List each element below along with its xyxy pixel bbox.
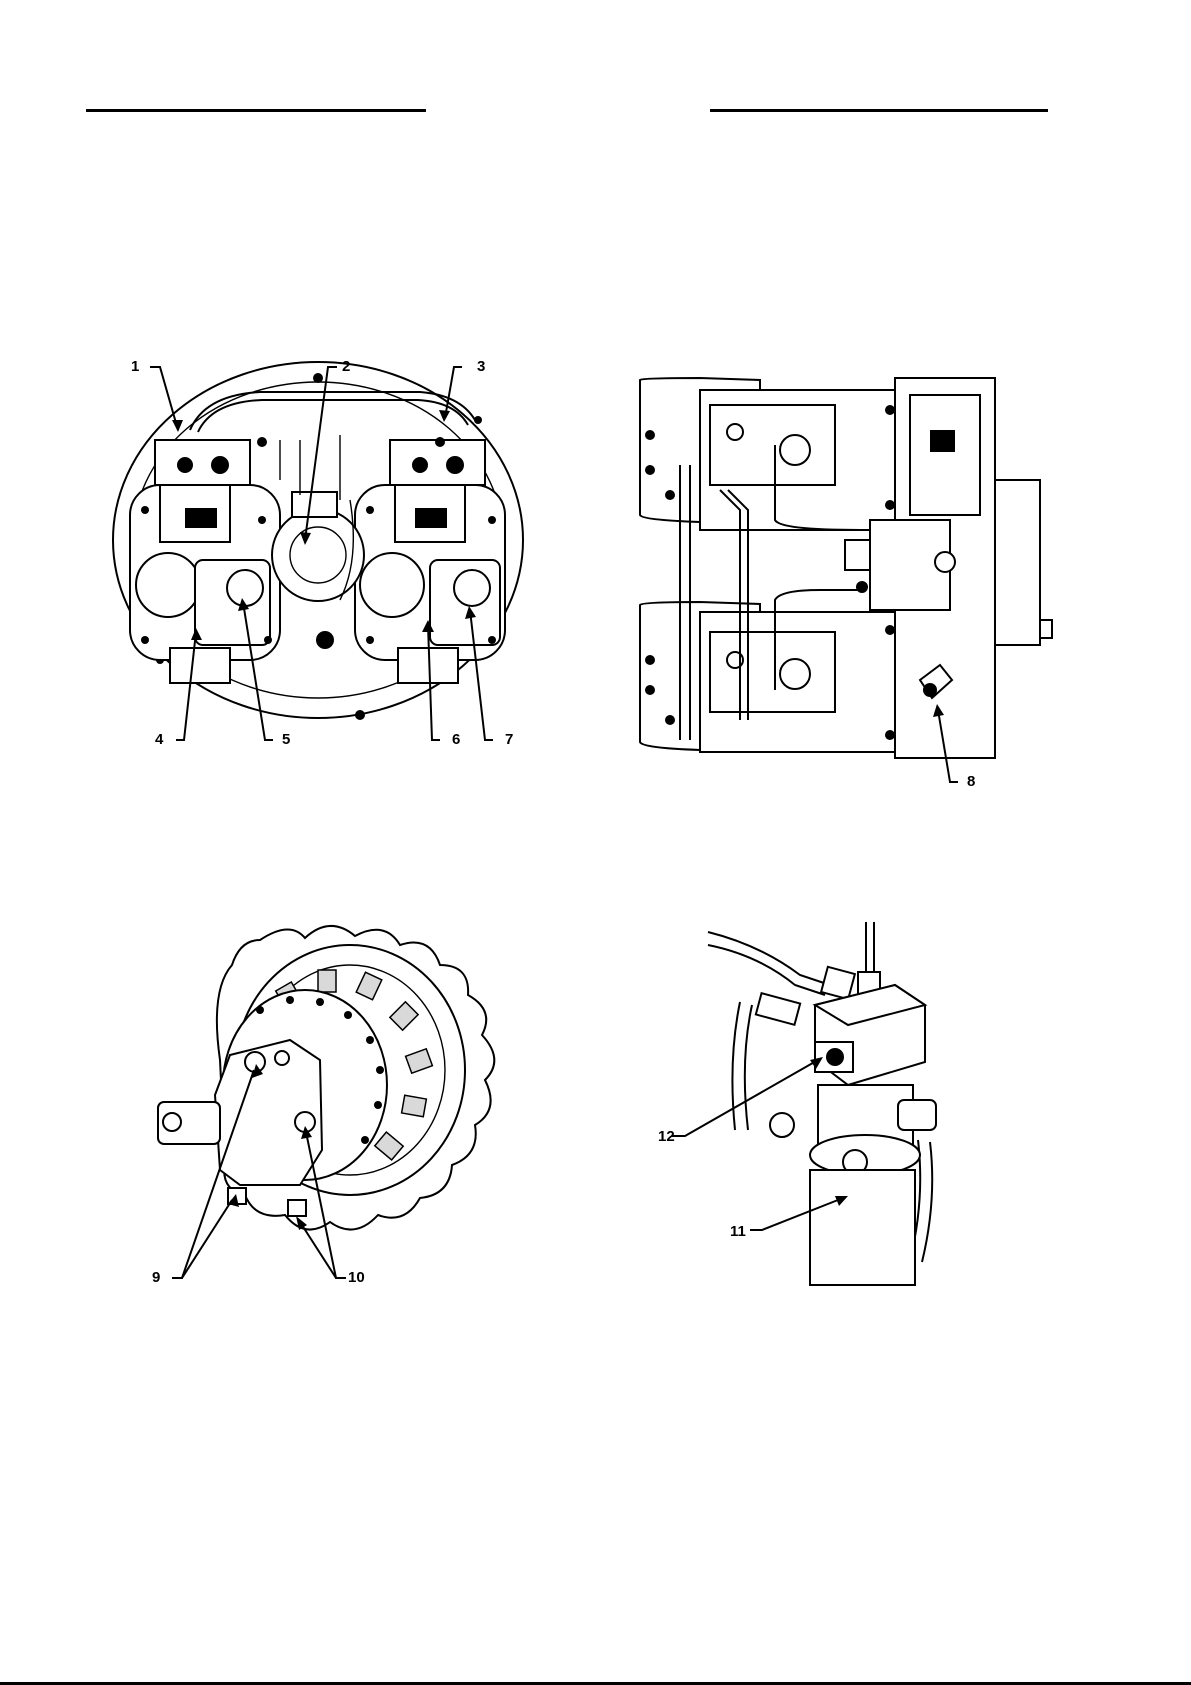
figure-pump-front-view: 1 2 3 4 5 6 7 <box>113 358 523 748</box>
callout-6: 6 <box>452 731 460 748</box>
figure-travel-motor: 9 10 <box>152 926 494 1286</box>
callout-7: 7 <box>505 731 513 748</box>
callout-11: 11 <box>730 1223 746 1240</box>
callout-4: 4 <box>155 731 164 748</box>
callout-5: 5 <box>282 731 290 748</box>
callout-3: 3 <box>477 358 485 375</box>
figure-filter-assembly: 12 11 <box>658 922 936 1285</box>
callout-8: 8 <box>967 773 975 790</box>
callout-9: 9 <box>152 1269 160 1286</box>
callout-12: 12 <box>658 1128 675 1145</box>
callout-10: 10 <box>348 1269 365 1286</box>
callout-1: 1 <box>131 358 139 375</box>
figure-pump-side-view: 8 <box>640 378 1052 790</box>
callout-2: 2 <box>342 358 350 375</box>
